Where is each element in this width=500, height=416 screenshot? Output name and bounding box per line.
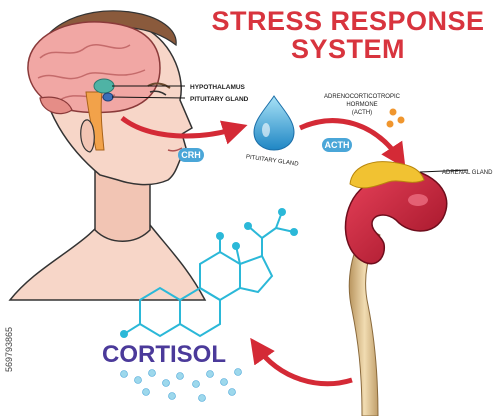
adrenal-gland-shape: [349, 161, 425, 189]
label-adrenal-gland: ADRENAL GLAND: [442, 170, 493, 176]
label-acth-line-2: HORMONE: [346, 102, 377, 108]
arrow-acth: [298, 118, 406, 169]
acth-particles: [386, 108, 405, 128]
pituitary-gland-illustration: [253, 95, 295, 151]
cortisol-particles: [120, 368, 242, 402]
acth-bubble-label: ACTH: [325, 140, 350, 150]
label-hypothalamus: HYPOTHALAMUS: [190, 84, 246, 91]
arrow-cortisol: [250, 337, 353, 387]
title-line-1: STRESS RESPONSE: [211, 6, 484, 36]
label-pituitary-gland-small: PITUITARY GLAND: [245, 154, 299, 167]
label-acth-line-1: ADRENOCORTICOTROPIC: [324, 94, 401, 100]
kidney-illustration: [344, 161, 448, 416]
molecule-atoms: [120, 208, 298, 338]
pituitary-pointer: [111, 96, 186, 99]
crh-bubble: CRH: [178, 148, 204, 162]
acth-bubble: ACTH: [322, 138, 352, 152]
label-acth-line-3: (ACTH): [352, 110, 372, 116]
adrenal-pointer: [419, 169, 469, 173]
crh-label: CRH: [181, 150, 201, 160]
arrow-crh: [120, 115, 248, 145]
side-id: 569793865: [4, 327, 14, 372]
title-line-2: SYSTEM: [291, 34, 405, 64]
cortisol-label: CORTISOL: [102, 341, 226, 368]
human-head-illustration: [8, 10, 207, 301]
label-pituitary-gland: PITUITARY GLAND: [190, 96, 249, 103]
